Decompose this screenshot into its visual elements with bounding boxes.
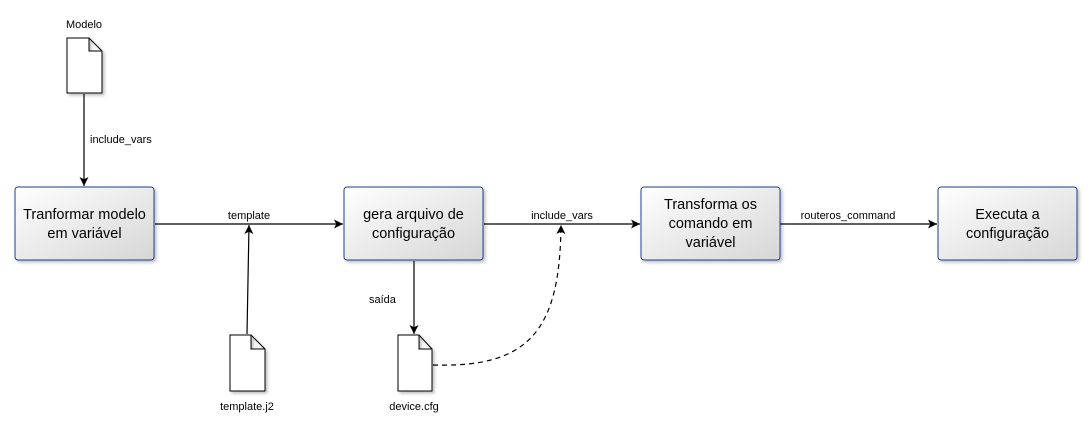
process-box-3-line1: Transforma os [664,197,757,213]
doc-template-label: template.j2 [220,401,274,413]
document-icon [66,37,103,94]
process-box-2-line1: gera arquivo de [363,207,464,223]
edges [79,94,937,366]
doc-template: template.j2 [220,334,274,413]
edge-label-routeros-command: routeros_command [801,210,896,222]
edge-label-saida: saída [369,294,397,306]
doc-modelo-label: Modelo [66,19,102,31]
edge-label-include-vars-modelo: include_vars [90,134,152,146]
process-box-1-line1: Tranformar modelo [23,207,146,223]
edge-label-include-vars: include_vars [531,210,593,222]
edge-label-template: template [228,210,270,222]
doc-modelo: Modelo [66,19,103,94]
process-box-2: gera arquivo de configuração [343,186,484,261]
doc-device-label: device.cfg [389,401,439,413]
process-box-2-line2: configuração [372,226,455,242]
process-box-1-line2: em variável [47,226,121,242]
process-box-4-line2: configuração [966,226,1049,242]
process-box-4: Executa a configuração [937,186,1078,261]
edge-template-to-edge [244,224,254,335]
process-box-4-line1: Executa a [975,207,1040,223]
document-icon [229,334,266,392]
doc-device: device.cfg [389,334,439,413]
document-icon [397,334,433,392]
process-box-1: Tranformar modelo em variável [14,186,155,261]
process-box-3-line3: variável [686,235,736,251]
process-box-3: Transforma os comando em variável [640,186,781,261]
process-box-3-line2: comando em [669,216,753,232]
